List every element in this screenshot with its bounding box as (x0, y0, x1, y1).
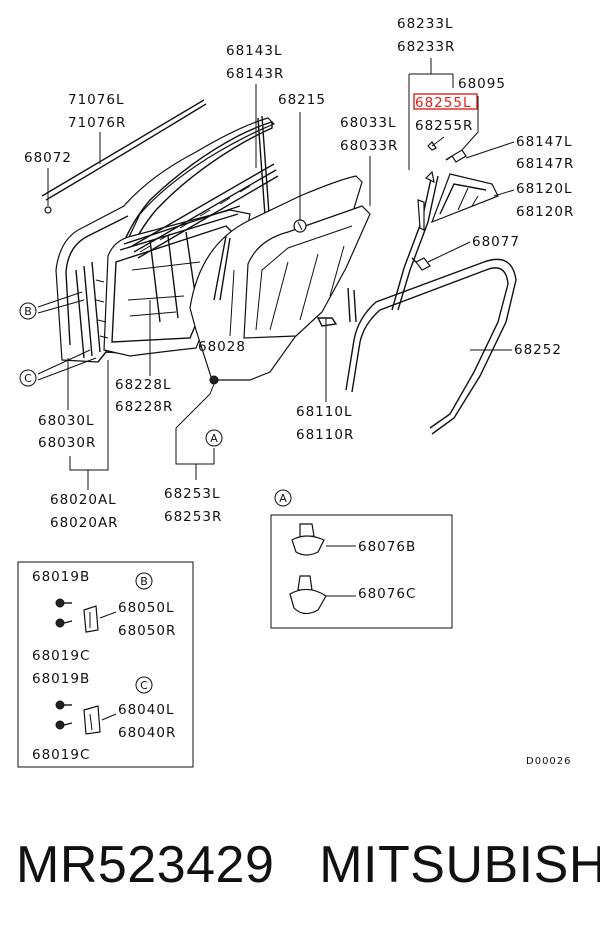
inset-b-label-68019C: 68019C (32, 648, 90, 664)
footer: MR523429 MITSUBISHI (16, 835, 600, 895)
callout-a-text: A (210, 432, 218, 445)
label-68020AL: 68020AL (50, 492, 117, 508)
label-68215: 68215 (278, 92, 326, 108)
inset-b-label-68050R: 68050R (118, 623, 176, 639)
label-68076C: 68076C (358, 586, 416, 602)
inset-c-circle-text: C (140, 679, 148, 692)
label-68233L: 68233L (397, 16, 453, 32)
labels-group: 68233L 68233R 68095 68255L 68255R 68143L… (19, 16, 574, 531)
label-68033L: 68033L (340, 115, 396, 131)
label-68252: 68252 (514, 342, 562, 358)
inset-b-label-68050L: 68050L (118, 600, 174, 616)
door-shell-drawing (55, 117, 276, 363)
footer-brand: MITSUBISHI (319, 836, 600, 894)
label-68028: 68028 (198, 339, 246, 355)
label-68120R: 68120R (516, 204, 574, 220)
inset-a: A 68076B 68076C (270, 489, 453, 629)
label-68033R: 68033R (340, 138, 398, 154)
label-68120L: 68120L (516, 181, 572, 197)
label-68147R: 68147R (516, 156, 574, 172)
inset-b-label-68019B: 68019B (32, 569, 90, 585)
label-68228L: 68228L (115, 377, 171, 393)
inset-c-label-68019B: 68019B (32, 671, 90, 687)
inset-b-circle-text: B (140, 575, 148, 588)
window-channel-drawing (131, 115, 279, 259)
label-71076L: 71076L (68, 92, 124, 108)
diagram-code: D00026 (526, 756, 572, 767)
footer-part-number: MR523429 (16, 836, 275, 894)
label-68228R: 68228R (115, 399, 173, 415)
callout-a-circle (205, 429, 223, 447)
screws-drawing (411, 141, 467, 271)
label-68110R: 68110R (296, 427, 354, 443)
opening-weatherstrip-drawing (345, 258, 517, 435)
label-68255R: 68255R (415, 118, 473, 134)
inset-a-circle-text: A (279, 492, 287, 505)
label-68110L: 68110L (296, 404, 352, 420)
inset-a-circle (274, 489, 292, 507)
label-68072: 68072 (24, 150, 72, 166)
callout-c-circle (19, 369, 37, 387)
label-68253R: 68253R (164, 509, 222, 525)
quarter-glass-drawing (430, 173, 499, 224)
callout-c-text: C (24, 372, 32, 385)
label-68233R: 68233R (397, 39, 455, 55)
label-68255L: 68255L (415, 95, 471, 111)
label-68030R: 68030R (38, 435, 96, 451)
label-68147L: 68147L (516, 134, 572, 150)
label-68030L: 68030L (38, 413, 94, 429)
label-68143R: 68143R (226, 66, 284, 82)
highlight-box (413, 93, 478, 110)
label-68253L: 68253L (164, 486, 220, 502)
callout-b-circle (19, 302, 37, 320)
inset-c-label-68040R: 68040R (118, 725, 176, 741)
parts-diagram: 68233L 68233R 68095 68255L 68255R 68143L… (17, 16, 574, 768)
callout-b-text: B (24, 305, 32, 318)
inset-bc: 68019B B 68050L 68050R 68019C 68019B C 6… (17, 561, 194, 768)
label-68077: 68077 (472, 234, 520, 250)
label-68076B: 68076B (358, 539, 416, 555)
door-sash-drawing (391, 173, 439, 311)
label-68143L: 68143L (226, 43, 282, 59)
label-68020AR: 68020AR (50, 515, 119, 531)
door-trim-drawing (189, 175, 371, 385)
label-68095: 68095 (458, 76, 506, 92)
inset-c-label-68040L: 68040L (118, 702, 174, 718)
belt-molding-drawing (41, 99, 207, 214)
inset-c-label-68019C: 68019C (32, 747, 90, 763)
label-71076R: 71076R (68, 115, 126, 131)
